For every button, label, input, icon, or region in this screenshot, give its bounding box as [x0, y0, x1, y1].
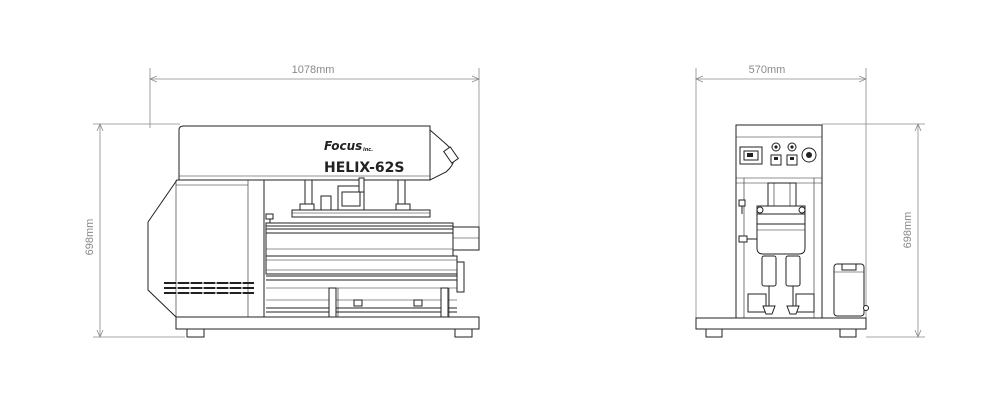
side-cylinder-left	[761, 255, 777, 287]
front-height-label: 698mm	[84, 219, 96, 256]
front-height-dimension: 698mm	[84, 124, 185, 337]
side-cylinder-right	[785, 255, 801, 287]
side-view-machine	[695, 124, 869, 338]
side-press-head	[767, 182, 797, 209]
plate-handle	[452, 226, 480, 251]
side-height-dimension: 698mm	[822, 124, 925, 337]
front-left-housing	[147, 179, 265, 318]
side-height-label: 698mm	[902, 212, 914, 249]
side-heat-plate	[756, 223, 806, 255]
control-panel	[739, 142, 817, 166]
side-width-dimension: 570mm	[696, 64, 866, 318]
brand-logo: Focus	[324, 139, 362, 153]
side-base-plate	[695, 317, 867, 330]
vent-slots	[164, 281, 254, 295]
front-foot-right	[454, 328, 473, 338]
heat-plate	[265, 222, 454, 257]
front-view-machine: Focus inc. HELIX-62S	[147, 125, 480, 338]
brand-suffix: inc.	[363, 147, 373, 153]
model-name: HELIX-62S	[324, 160, 404, 176]
lower-bed	[265, 255, 458, 275]
front-width-label: 1078mm	[292, 64, 335, 76]
front-head-housing	[178, 125, 431, 181]
upper-platen	[291, 209, 431, 218]
front-base-plate	[175, 316, 480, 330]
front-foot-left	[186, 328, 205, 338]
side-width-label: 570mm	[749, 64, 786, 76]
front-width-dimension: 1078mm	[150, 64, 479, 228]
